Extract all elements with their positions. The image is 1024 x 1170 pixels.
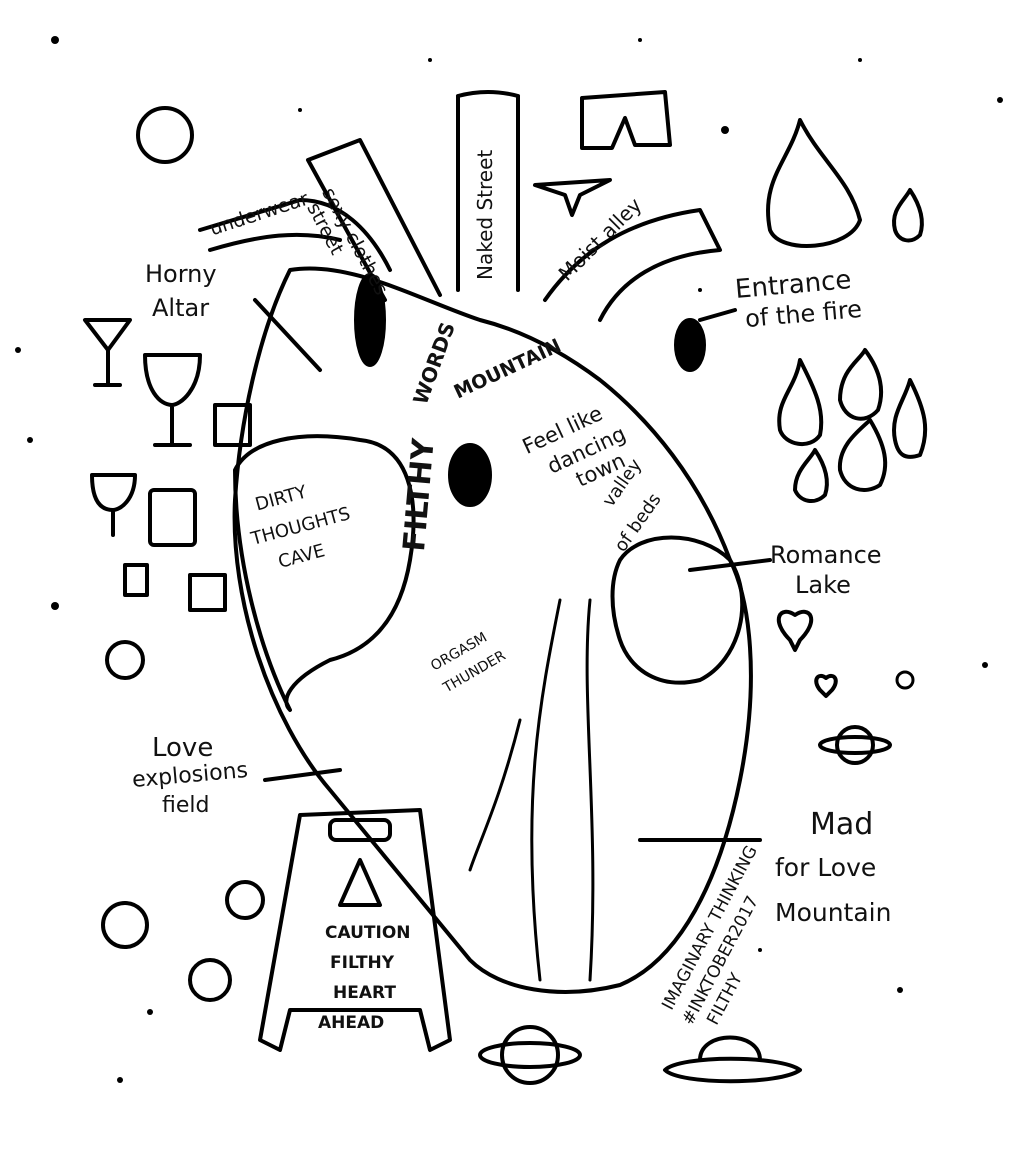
stippling-dots [15,36,1003,1083]
label-naked-street: Naked Street [473,149,497,280]
caution-sign-line-4: AHEAD [318,1013,385,1033]
caution-sign-line-2: FILTHY [330,953,395,973]
label-for-love: for Love [775,853,877,882]
dirty-thoughts-cave-outline [233,434,416,712]
caution-sign-line-3: HEART [333,983,396,1003]
caution-sign [258,808,452,1052]
romance-lake-outline [610,535,745,685]
label-field: field [162,793,210,818]
label-horny: Horny [145,260,217,288]
warning-triangle-icon [338,858,382,907]
label-romance: Romance [770,541,882,569]
label-lake: Lake [795,571,851,599]
heart-outline [232,266,753,994]
underwear-arch [198,198,392,272]
label-mountain-2: Mountain [775,898,892,927]
caution-sign-line-1: CAUTION [325,923,411,943]
label-mad: Mad [810,807,874,842]
ufo-icon [663,1035,802,1084]
label-altar: Altar [152,294,210,322]
naked-street-tube [456,90,520,292]
label-love: Love [152,733,214,763]
moist-alley-arch [543,208,722,322]
